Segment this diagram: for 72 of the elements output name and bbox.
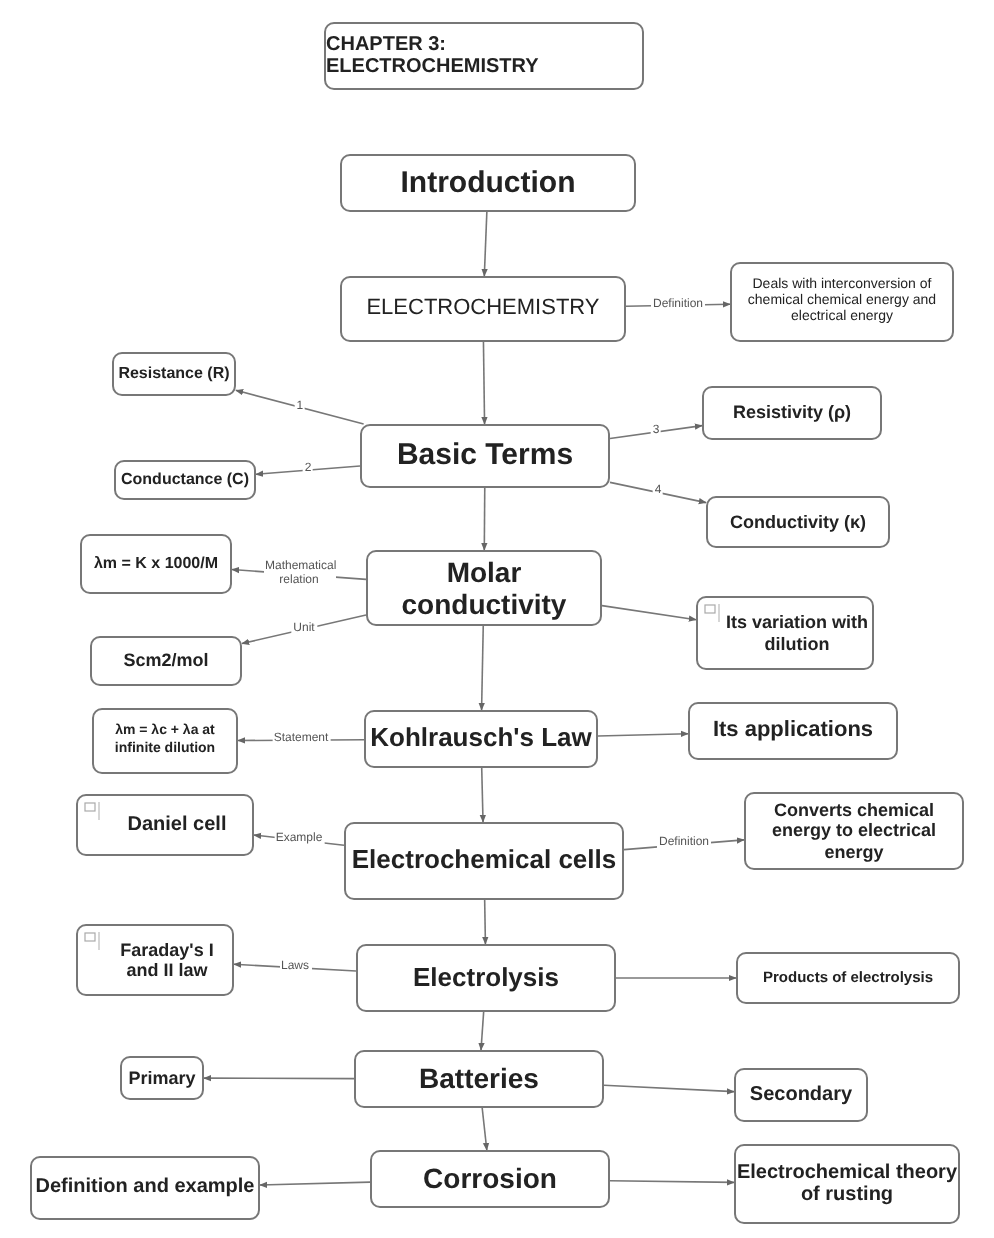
topic-text: ELECTROCHEMISTRY bbox=[366, 296, 600, 322]
topic-box bbox=[76, 924, 234, 996]
arrow bbox=[609, 423, 703, 440]
arrow bbox=[478, 1011, 485, 1051]
topic-text: Primary bbox=[128, 1067, 196, 1089]
topic-text: Definition and example bbox=[35, 1176, 255, 1200]
topic-box bbox=[354, 1050, 604, 1108]
topic-box bbox=[370, 1150, 610, 1208]
topic-text: Molar conductivity bbox=[399, 555, 569, 621]
topic-text: Faraday's I and II law bbox=[118, 939, 216, 981]
topic-box bbox=[706, 496, 890, 548]
topic-text: Scm2/mol bbox=[123, 650, 209, 672]
arrow bbox=[235, 389, 365, 425]
arrow bbox=[255, 465, 361, 477]
topic-text: Batteries bbox=[419, 1062, 539, 1096]
topic-box bbox=[340, 154, 636, 212]
topic-text: Electrochemical cells bbox=[351, 846, 617, 876]
topic-box bbox=[30, 1156, 260, 1220]
arrow bbox=[481, 1107, 490, 1151]
arrow bbox=[609, 481, 707, 505]
arrow bbox=[615, 974, 737, 982]
arrow bbox=[481, 211, 488, 277]
topic-box bbox=[80, 534, 232, 594]
arrow bbox=[203, 1074, 355, 1082]
topic-box bbox=[366, 550, 602, 626]
topic-text: Corrosion bbox=[423, 1162, 557, 1196]
topic-text: Its applications bbox=[712, 718, 874, 744]
topic-text: Secondary bbox=[749, 1083, 853, 1107]
topic-box bbox=[340, 276, 626, 342]
topic-text: Resistivity (ρ) bbox=[732, 402, 852, 424]
arrow bbox=[481, 487, 488, 551]
arrow bbox=[479, 767, 487, 823]
topic-text: λm = K x 1000/M bbox=[93, 554, 219, 574]
topic-box bbox=[734, 1144, 960, 1224]
topic-text: Introduction bbox=[400, 165, 576, 201]
topic-box bbox=[92, 708, 238, 774]
topic-box bbox=[744, 792, 964, 870]
topic-box bbox=[90, 636, 242, 686]
arrow bbox=[259, 1181, 371, 1188]
arrow bbox=[482, 899, 489, 945]
topic-box bbox=[734, 1068, 868, 1122]
topic-box bbox=[688, 702, 898, 760]
arrow bbox=[603, 1084, 735, 1095]
topic-text: Resistance (R) bbox=[118, 364, 230, 384]
arrow bbox=[481, 341, 488, 425]
arrow bbox=[478, 625, 485, 711]
topic-text: Conductance (C) bbox=[121, 470, 249, 490]
topic-text: Daniel cell bbox=[127, 813, 227, 837]
arrow bbox=[601, 604, 697, 622]
topic-box bbox=[112, 352, 236, 396]
topic-box bbox=[696, 596, 874, 670]
topic-text: Conductivity (κ) bbox=[729, 511, 866, 533]
arrow bbox=[241, 614, 367, 646]
topic-box bbox=[114, 460, 256, 500]
arrow bbox=[609, 1179, 735, 1186]
topic-text: Electrolysis bbox=[413, 963, 559, 993]
topic-box bbox=[344, 822, 624, 900]
topic-text: Converts chemical energy to electrical energy bbox=[769, 799, 939, 863]
topic-box bbox=[360, 424, 610, 488]
topic-text: Electrochemical theory of rusting bbox=[736, 1161, 958, 1207]
topic-text: Basic Terms bbox=[396, 438, 574, 474]
topic-box bbox=[364, 710, 598, 768]
topic-box bbox=[356, 944, 616, 1012]
topic-box bbox=[76, 794, 254, 856]
topic-text: Its variation with dilution bbox=[723, 612, 870, 654]
title: CHAPTER 3: ELECTROCHEMISTRY bbox=[324, 22, 644, 90]
topic-box bbox=[730, 262, 954, 342]
topic-box bbox=[120, 1056, 204, 1100]
arrow bbox=[597, 730, 689, 738]
topic-box bbox=[736, 952, 960, 1004]
topic-text: Kohlrausch's Law bbox=[370, 724, 592, 754]
topic-box bbox=[702, 386, 882, 440]
